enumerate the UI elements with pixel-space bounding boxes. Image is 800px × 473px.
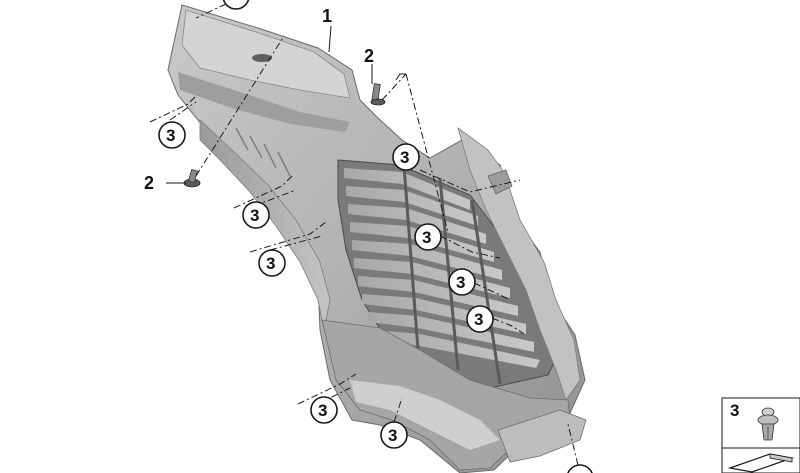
callout-3-i: 3 [310, 396, 338, 424]
callout-3-h: 3 [466, 305, 494, 333]
svg-text:3: 3 [166, 126, 175, 145]
duct-right-flange [457, 126, 581, 401]
wedge-icon [727, 453, 795, 473]
mount-boss [487, 169, 513, 195]
callout-3-j: 3 [380, 421, 408, 449]
part-label-2-left: 2 [144, 173, 154, 193]
callout-3-k [567, 464, 593, 473]
svg-text:3: 3 [422, 228, 431, 247]
duct-bottom-face [350, 380, 500, 450]
duct-top-face [181, 9, 351, 99]
callout-3-b: 3 [158, 121, 186, 149]
screw-left [183, 168, 201, 188]
svg-text:3: 3 [456, 273, 465, 292]
svg-text:3: 3 [400, 148, 409, 167]
callout-3-d: 3 [258, 249, 286, 277]
legend-number: 3 [730, 401, 739, 420]
duct-top-rib [178, 72, 350, 132]
callout-3-c: 3 [242, 201, 270, 229]
mount-hole-top [252, 54, 272, 62]
duct-left-wall [199, 119, 331, 331]
leader-lines [149, 3, 579, 466]
legend-box: 3 [721, 397, 800, 473]
callout-3-g: 3 [448, 268, 476, 296]
callout-3-e: 3 [392, 143, 420, 171]
duct-bottom-tab [497, 409, 587, 463]
svg-text:3: 3 [474, 310, 483, 329]
svg-text:3: 3 [250, 206, 259, 225]
svg-text:3: 3 [266, 254, 275, 273]
push-rivet-icon [757, 407, 779, 441]
svg-text:3: 3 [318, 401, 327, 420]
svg-text:3: 3 [388, 426, 397, 445]
callout-3-f: 3 [414, 223, 442, 251]
left-ribs [235, 127, 291, 177]
grille-bars [402, 165, 502, 385]
callout-3-a [222, 0, 250, 10]
air-duct-part [167, 4, 587, 473]
part-label-1: 1 [322, 6, 332, 26]
part-label-2-top: 2 [364, 46, 374, 66]
screw-top [370, 83, 386, 106]
